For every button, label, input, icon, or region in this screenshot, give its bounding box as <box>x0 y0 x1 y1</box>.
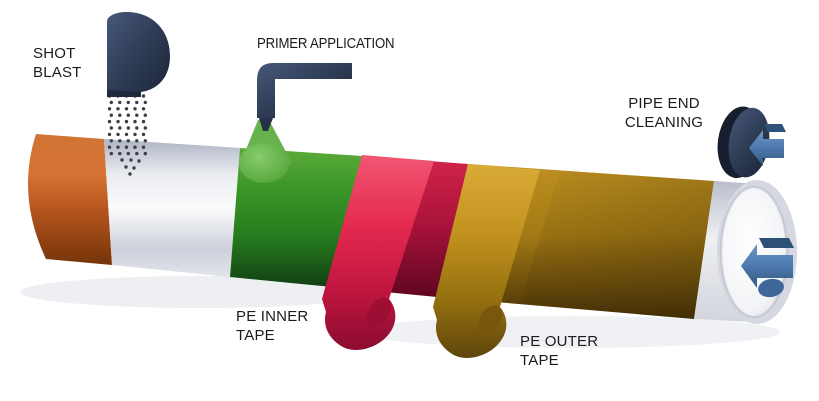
primer-nozzle <box>257 63 352 131</box>
shot-blasted-section <box>104 139 240 277</box>
label-primer-application: PRIMER APPLICATION <box>257 34 395 53</box>
primer-puddle <box>239 143 289 183</box>
outer-tape-shading <box>520 171 714 319</box>
label-pe-inner-tape: PE INNER TAPE <box>236 307 308 345</box>
pipe-end-direction-arrow <box>741 238 794 298</box>
primer-nozzle-tip <box>259 118 273 131</box>
outer-tape-roll-end <box>478 305 502 335</box>
primer-spray <box>239 120 292 183</box>
outer-tape-strip <box>433 164 540 359</box>
bare-pipe-section <box>28 134 112 265</box>
label-pe-outer-tape: PE OUTER TAPE <box>520 332 598 370</box>
label-line: PE OUTER <box>520 333 599 350</box>
label-line: SHOT <box>33 45 76 62</box>
label-line: TAPE <box>236 327 275 344</box>
label-line: PE INNER <box>236 308 309 325</box>
shot-blast-spray <box>107 94 147 176</box>
inner-tape-roll-end <box>367 297 391 327</box>
label-pipe-end-cleaning: PIPE END CLEANING <box>618 94 710 132</box>
inner-tape-strip <box>322 155 434 351</box>
brush-direction-arrow <box>749 124 786 166</box>
label-line: TAPE <box>520 352 559 369</box>
label-line: BLAST <box>33 64 82 81</box>
label-shot-blast: SHOT BLAST <box>33 44 82 82</box>
label-line: CLEANING <box>624 114 704 131</box>
shot-blast-nozzle <box>107 12 170 97</box>
label-line: PRIMER APPLICATION <box>257 35 395 52</box>
label-line: PIPE END <box>628 95 700 112</box>
